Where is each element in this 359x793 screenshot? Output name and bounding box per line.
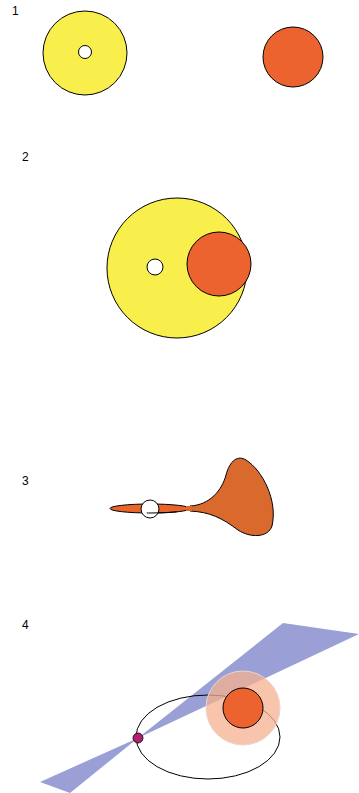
jet-cone <box>40 738 138 793</box>
compact-object <box>133 733 143 743</box>
disk-front <box>110 504 190 513</box>
panel-number: 4 <box>22 618 29 632</box>
companion-star <box>263 27 323 87</box>
core <box>79 46 92 59</box>
giant-star <box>43 11 127 95</box>
mass-stream <box>186 506 192 511</box>
panel-number: 2 <box>22 150 29 164</box>
panel-number: 1 <box>12 4 19 18</box>
companion-star <box>223 688 263 728</box>
stellar-wind-halo <box>206 671 280 745</box>
panel-number: 3 <box>22 474 29 488</box>
core <box>147 259 163 275</box>
companion-star <box>187 232 251 296</box>
compact-star <box>141 500 159 518</box>
donor-star-roche-lobe <box>190 458 273 535</box>
